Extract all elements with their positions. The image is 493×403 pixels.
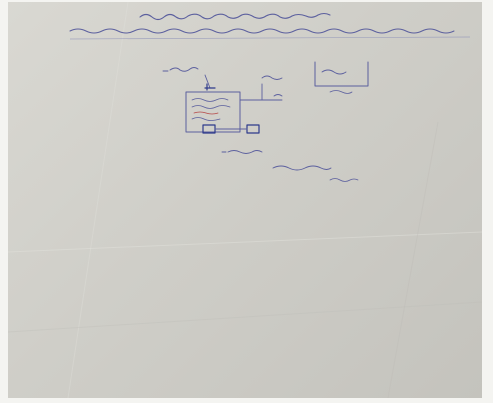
heading-scribble — [69, 12, 471, 40]
diagram-sketch — [162, 61, 369, 182]
paper-sheet — [8, 2, 482, 398]
